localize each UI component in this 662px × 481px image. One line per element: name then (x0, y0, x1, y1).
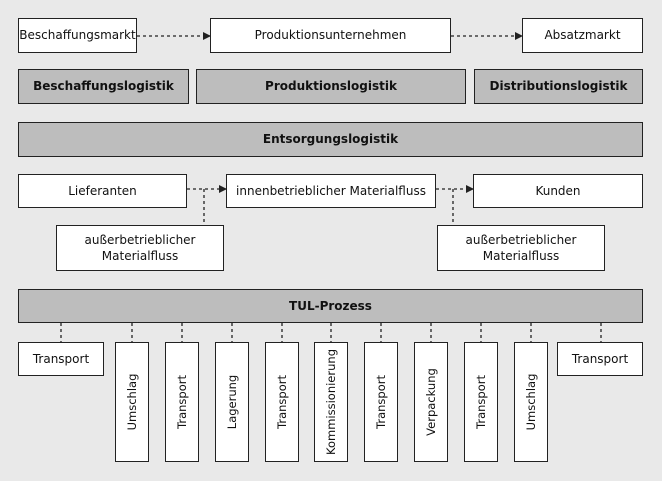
tul-step-transport-start: Transport (18, 342, 104, 376)
tul-step-label: Umschlag (125, 373, 139, 431)
ausserbetrieblicher-materialfluss-left-box: außerbetrieblicher Materialfluss (56, 225, 224, 271)
tul-step-transport: Transport (364, 342, 398, 462)
tul-step-label: Kommissionierung (324, 349, 338, 455)
ausserbetrieblicher-materialfluss-right-box: außerbetrieblicher Materialfluss (437, 225, 605, 271)
tul-step-label: Transport (175, 375, 189, 429)
produktionsunternehmen-label: Produktionsunternehmen (254, 28, 407, 43)
tul-step-label: Transport (32, 351, 90, 366)
tul-prozess-label: TUL-Prozess (289, 298, 372, 313)
kunden-label: Kunden (535, 183, 581, 198)
tul-step-label: Transport (374, 375, 388, 429)
distributionslogistik-label: Distributionslogistik (489, 79, 628, 94)
absatzmarkt-label: Absatzmarkt (544, 28, 621, 43)
tul-step-transport: Transport (265, 342, 299, 462)
beschaffungsmarkt-box: Beschaffungsmarkt (18, 18, 137, 53)
lieferanten-box: Lieferanten (18, 174, 187, 208)
tul-step-label: Transport (474, 375, 488, 429)
ausserbetrieblicher-materialfluss-left-line2: Materialfluss (101, 249, 179, 263)
tul-step-lagerung: Lagerung (215, 342, 249, 462)
distributionslogistik-box: Distributionslogistik (474, 69, 643, 104)
entsorgungslogistik-box: Entsorgungslogistik (18, 122, 643, 157)
tul-step-umschlag: Umschlag (115, 342, 149, 462)
ausserbetrieblicher-materialfluss-right-line1: außerbetrieblicher (465, 232, 577, 247)
produktionslogistik-box: Produktionslogistik (196, 69, 466, 104)
tul-step-label: Verpackung (424, 368, 438, 436)
beschaffungslogistik-box: Beschaffungslogistik (18, 69, 189, 104)
tul-step-label: Lagerung (225, 374, 239, 430)
tul-step-transport-end: Transport (557, 342, 643, 376)
beschaffungslogistik-label: Beschaffungslogistik (33, 79, 174, 94)
produktionslogistik-label: Produktionslogistik (265, 79, 397, 94)
tul-step-umschlag: Umschlag (514, 342, 548, 462)
kunden-box: Kunden (473, 174, 643, 208)
tul-prozess-box: TUL-Prozess (18, 289, 643, 323)
entsorgungslogistik-label: Entsorgungslogistik (262, 132, 399, 147)
ausserbetrieblicher-materialfluss-right-line2: Materialfluss (482, 249, 560, 263)
produktionsunternehmen-box: Produktionsunternehmen (210, 18, 451, 53)
tul-step-transport: Transport (165, 342, 199, 462)
tul-step-transport: Transport (464, 342, 498, 462)
tul-step-verpackung: Verpackung (414, 342, 448, 462)
tul-step-label: Transport (275, 375, 289, 429)
absatzmarkt-box: Absatzmarkt (522, 18, 643, 53)
innenbetrieblicher-materialfluss-box: innenbetrieblicher Materialfluss (226, 174, 436, 208)
tul-step-label: Transport (571, 351, 629, 366)
tul-step-label: Umschlag (524, 373, 538, 431)
innenbetrieblicher-materialfluss-label: innenbetrieblicher Materialfluss (236, 183, 426, 198)
tul-step-kommissionierung: Kommissionierung (314, 342, 348, 462)
lieferanten-label: Lieferanten (68, 183, 137, 198)
beschaffungsmarkt-label: Beschaffungsmarkt (19, 28, 136, 43)
ausserbetrieblicher-materialfluss-left-line1: außerbetrieblicher (84, 232, 196, 247)
